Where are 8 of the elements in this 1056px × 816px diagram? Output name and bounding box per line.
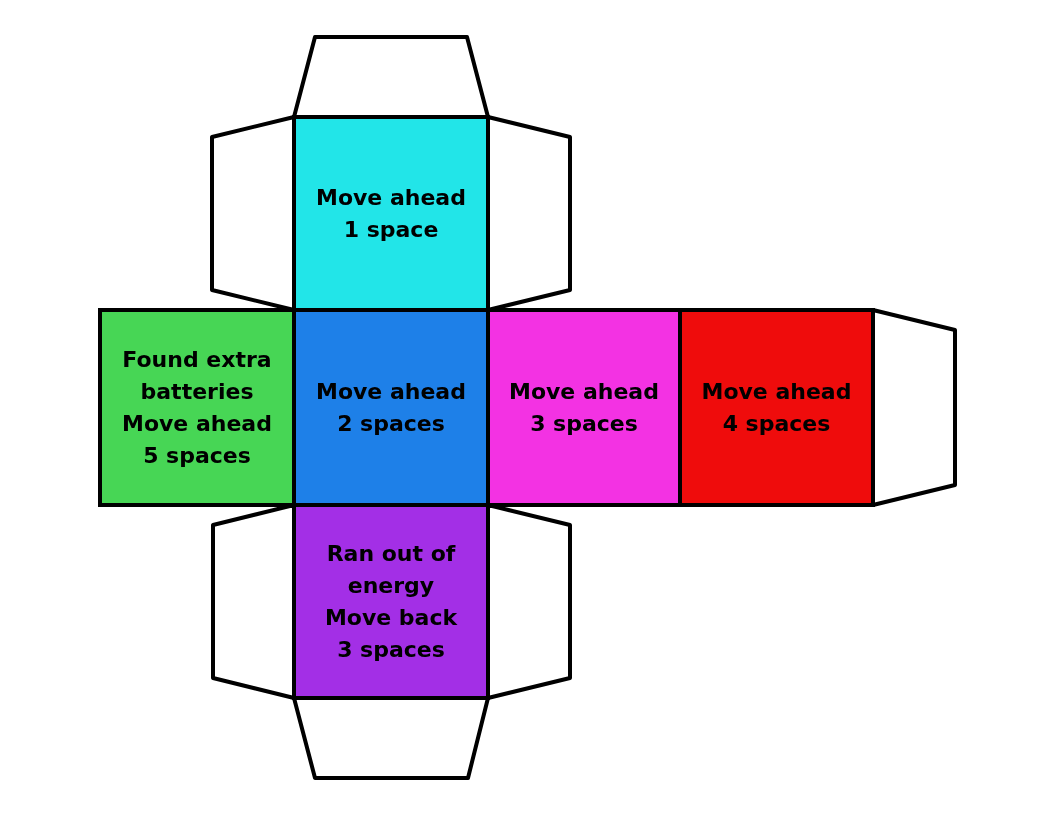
face-text: Ran out of energy [325,539,457,600]
face-text: Move ahead 1 space [315,183,467,244]
face-text: Move ahead 4 spaces [700,377,853,438]
face-text: Found extra batteries [121,345,273,406]
face-text: Move back 3 spaces [323,603,459,664]
face-text: Move ahead 2 spaces [315,377,467,438]
face-text: Move ahead 5 spaces [121,409,273,470]
face-text: Move ahead 3 spaces [508,377,660,438]
